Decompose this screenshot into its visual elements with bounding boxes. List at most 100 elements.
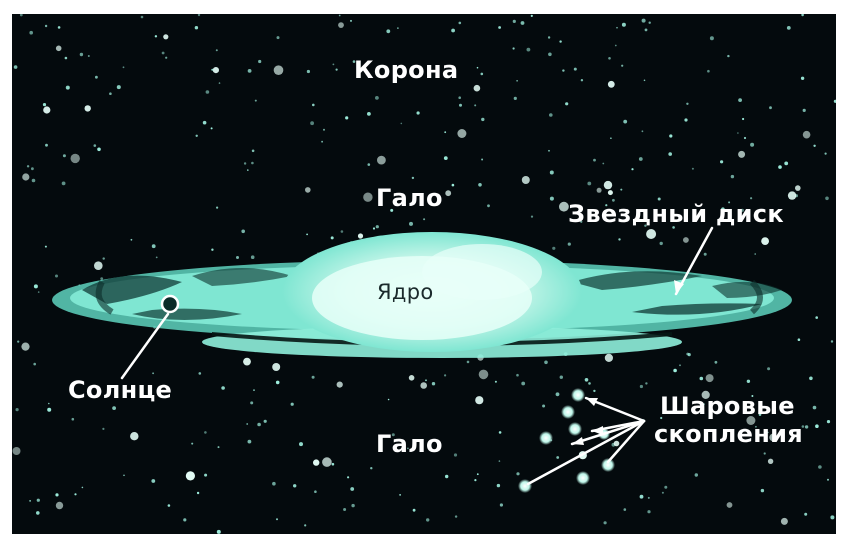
halo-star [407,447,409,450]
halo-star [727,54,730,58]
halo-star [210,127,213,130]
halo-star [212,67,219,74]
halo-bottom-label: Гало [376,430,443,458]
halo-star [498,460,501,462]
halo-star [338,22,344,28]
halo-star [21,342,30,351]
halo-star [257,422,261,427]
halo-star [542,404,546,408]
halo-star [618,238,621,241]
halo-star [474,104,477,107]
halo-star [494,380,497,383]
halo-star [130,238,133,241]
halo-star [644,28,648,32]
halo-star [409,221,413,226]
halo-star [216,206,219,209]
halo-star [55,45,62,52]
halo-star [275,380,280,385]
halo-star [512,19,516,23]
halo-star [221,386,225,390]
halo-star [100,277,104,280]
halo-star [457,129,467,138]
halo-star [31,167,34,171]
halo-star [565,102,569,106]
halo-star [763,452,766,455]
halo-star [332,63,335,66]
halo-star [97,147,101,152]
halo-star [746,416,756,425]
globular-clusters [518,388,615,493]
halo-star [623,119,628,124]
halo-star [481,158,484,161]
halo-star [795,185,801,191]
halo-star [123,474,125,477]
halo-star [824,152,827,155]
halo-star [246,423,249,425]
halo-star [343,508,347,511]
halo-star [526,47,531,52]
halo-star [386,29,391,34]
sun-label: Солнце [68,376,173,404]
halo-star [668,152,672,156]
halo-star [684,118,688,122]
halo-star [679,364,681,367]
halo-star [250,255,255,259]
halo-star [726,502,733,508]
halo-star [167,504,171,507]
halo-star [375,225,379,229]
globular-clusters-label-line2: скопления [654,420,803,448]
halo-star [55,274,58,278]
halo-star [65,85,70,90]
halo-star [370,467,373,470]
halo-star [800,76,805,80]
halo-star [580,220,583,223]
halo-star [616,26,618,29]
halo-star [183,518,187,522]
halo-star [411,176,415,180]
halo-star [253,389,255,391]
halo-star [165,56,168,59]
halo-star [194,26,199,30]
halo-star [254,99,257,102]
halo-star [363,192,373,202]
halo-star [643,79,646,82]
halo-star [804,425,809,429]
halo-star [102,257,105,260]
halo-star [299,442,303,447]
halo-star [45,143,48,147]
sun-pointer [120,312,170,380]
halo-star [336,381,343,388]
halo-star [154,35,158,38]
halo-star [140,15,144,19]
halo-star [567,242,571,246]
halo-star [22,173,30,181]
star-disk-pointer [674,226,714,296]
halo-star [750,142,755,147]
halo-star [730,174,735,179]
halo-star [487,204,490,208]
halo-star [250,401,254,405]
halo-star [340,230,344,233]
halo-star [801,425,805,428]
halo-star [322,457,332,467]
halo-star [638,157,643,161]
halo-star [659,241,663,246]
halo-star [195,134,198,137]
halo-star [516,472,520,476]
halo-star [458,96,462,99]
halo-star [19,14,23,17]
halo-star [305,187,311,193]
halo-star [804,512,808,516]
halo-star [48,402,50,405]
halo-star [204,431,207,434]
halo-star [451,28,455,33]
halo-star [204,473,208,477]
halo-star [400,122,403,125]
halo-star [621,22,626,27]
halo-star [276,518,278,521]
corona-label: Корона [354,56,459,84]
halo-star [830,515,835,520]
halo-star [721,207,725,211]
halo-star [314,490,317,494]
